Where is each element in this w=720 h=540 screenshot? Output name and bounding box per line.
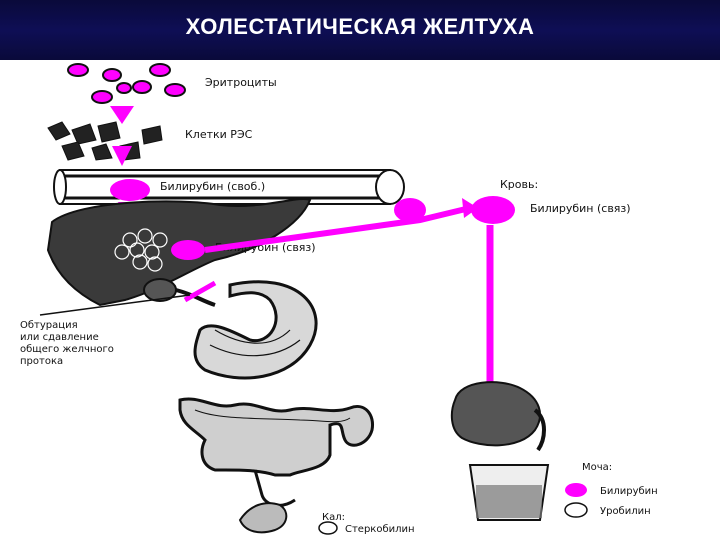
res-cells-group	[47, 121, 163, 161]
erythrocyte	[116, 82, 132, 94]
res-cell	[97, 121, 121, 143]
label-obstruction-3: общего желчного	[20, 344, 114, 355]
bilirubin-bound-blood-dot	[471, 196, 515, 224]
res-cell	[71, 123, 97, 145]
arrow-down-icon	[110, 106, 134, 124]
legend-urobilin-dot	[564, 502, 588, 518]
arrow-right-icon	[204, 205, 471, 253]
duodenum	[193, 280, 318, 380]
obstruction-marker	[183, 280, 217, 303]
label-obstruction-4: протока	[20, 356, 63, 367]
res-cell	[141, 125, 163, 145]
label-obstruction-1: Обтурация	[20, 320, 78, 331]
erythrocyte	[102, 68, 122, 82]
kidney-shape	[450, 381, 541, 447]
stercobilin-dot	[318, 521, 338, 535]
erythrocyte	[132, 80, 152, 94]
obstruction-pointer	[39, 294, 191, 316]
hepatocyte-grid	[114, 228, 168, 272]
urine-cup	[468, 464, 550, 521]
label-res-cells: Клетки РЭС	[185, 128, 253, 141]
erythrocyte	[91, 90, 113, 104]
erythrocyte	[149, 63, 171, 77]
diagram-canvas: Эритроциты Клетки РЭС Билирубин (своб.) …	[20, 63, 658, 535]
bilirubin-vessel-drop	[394, 198, 426, 222]
label-obstruction-2: или сдавление	[20, 332, 99, 343]
label-urine: Моча:	[582, 462, 612, 473]
title-bar: ХОЛЕСТАТИЧЕСКАЯ ЖЕЛТУХА	[0, 0, 720, 60]
res-cell	[91, 143, 113, 161]
bilirubin-free-dot	[110, 179, 150, 201]
label-legend-bilirubin: Билирубин	[600, 486, 658, 497]
legend-bilirubin-dot	[565, 483, 587, 497]
erythrocyte	[67, 63, 89, 77]
bile-duct	[175, 288, 216, 307]
intestine	[178, 397, 375, 477]
label-blood: Кровь:	[500, 178, 538, 191]
res-cell	[61, 141, 85, 161]
ureter	[533, 408, 546, 452]
label-bilirubin-free: Билирубин (своб.)	[160, 180, 265, 193]
bilirubin-bound-liver-dot	[171, 240, 205, 260]
label-legend-urobilin: Уробилин	[600, 506, 651, 517]
feces-shape	[238, 502, 288, 534]
erythrocytes-group	[67, 63, 186, 104]
slide-title: ХОЛЕСТАТИЧЕСКАЯ ЖЕЛТУХА	[185, 14, 535, 39]
erythrocyte	[164, 83, 186, 97]
res-cell	[47, 121, 71, 141]
label-feces: Кал:	[322, 512, 345, 523]
label-stercobilin: Стеркобилин	[345, 524, 415, 535]
arrow-head	[462, 198, 478, 218]
label-erythrocytes: Эритроциты	[205, 76, 277, 89]
label-bilirubin-bound-blood: Билирубин (связ)	[530, 202, 631, 215]
arrow-down-icon	[112, 146, 132, 166]
